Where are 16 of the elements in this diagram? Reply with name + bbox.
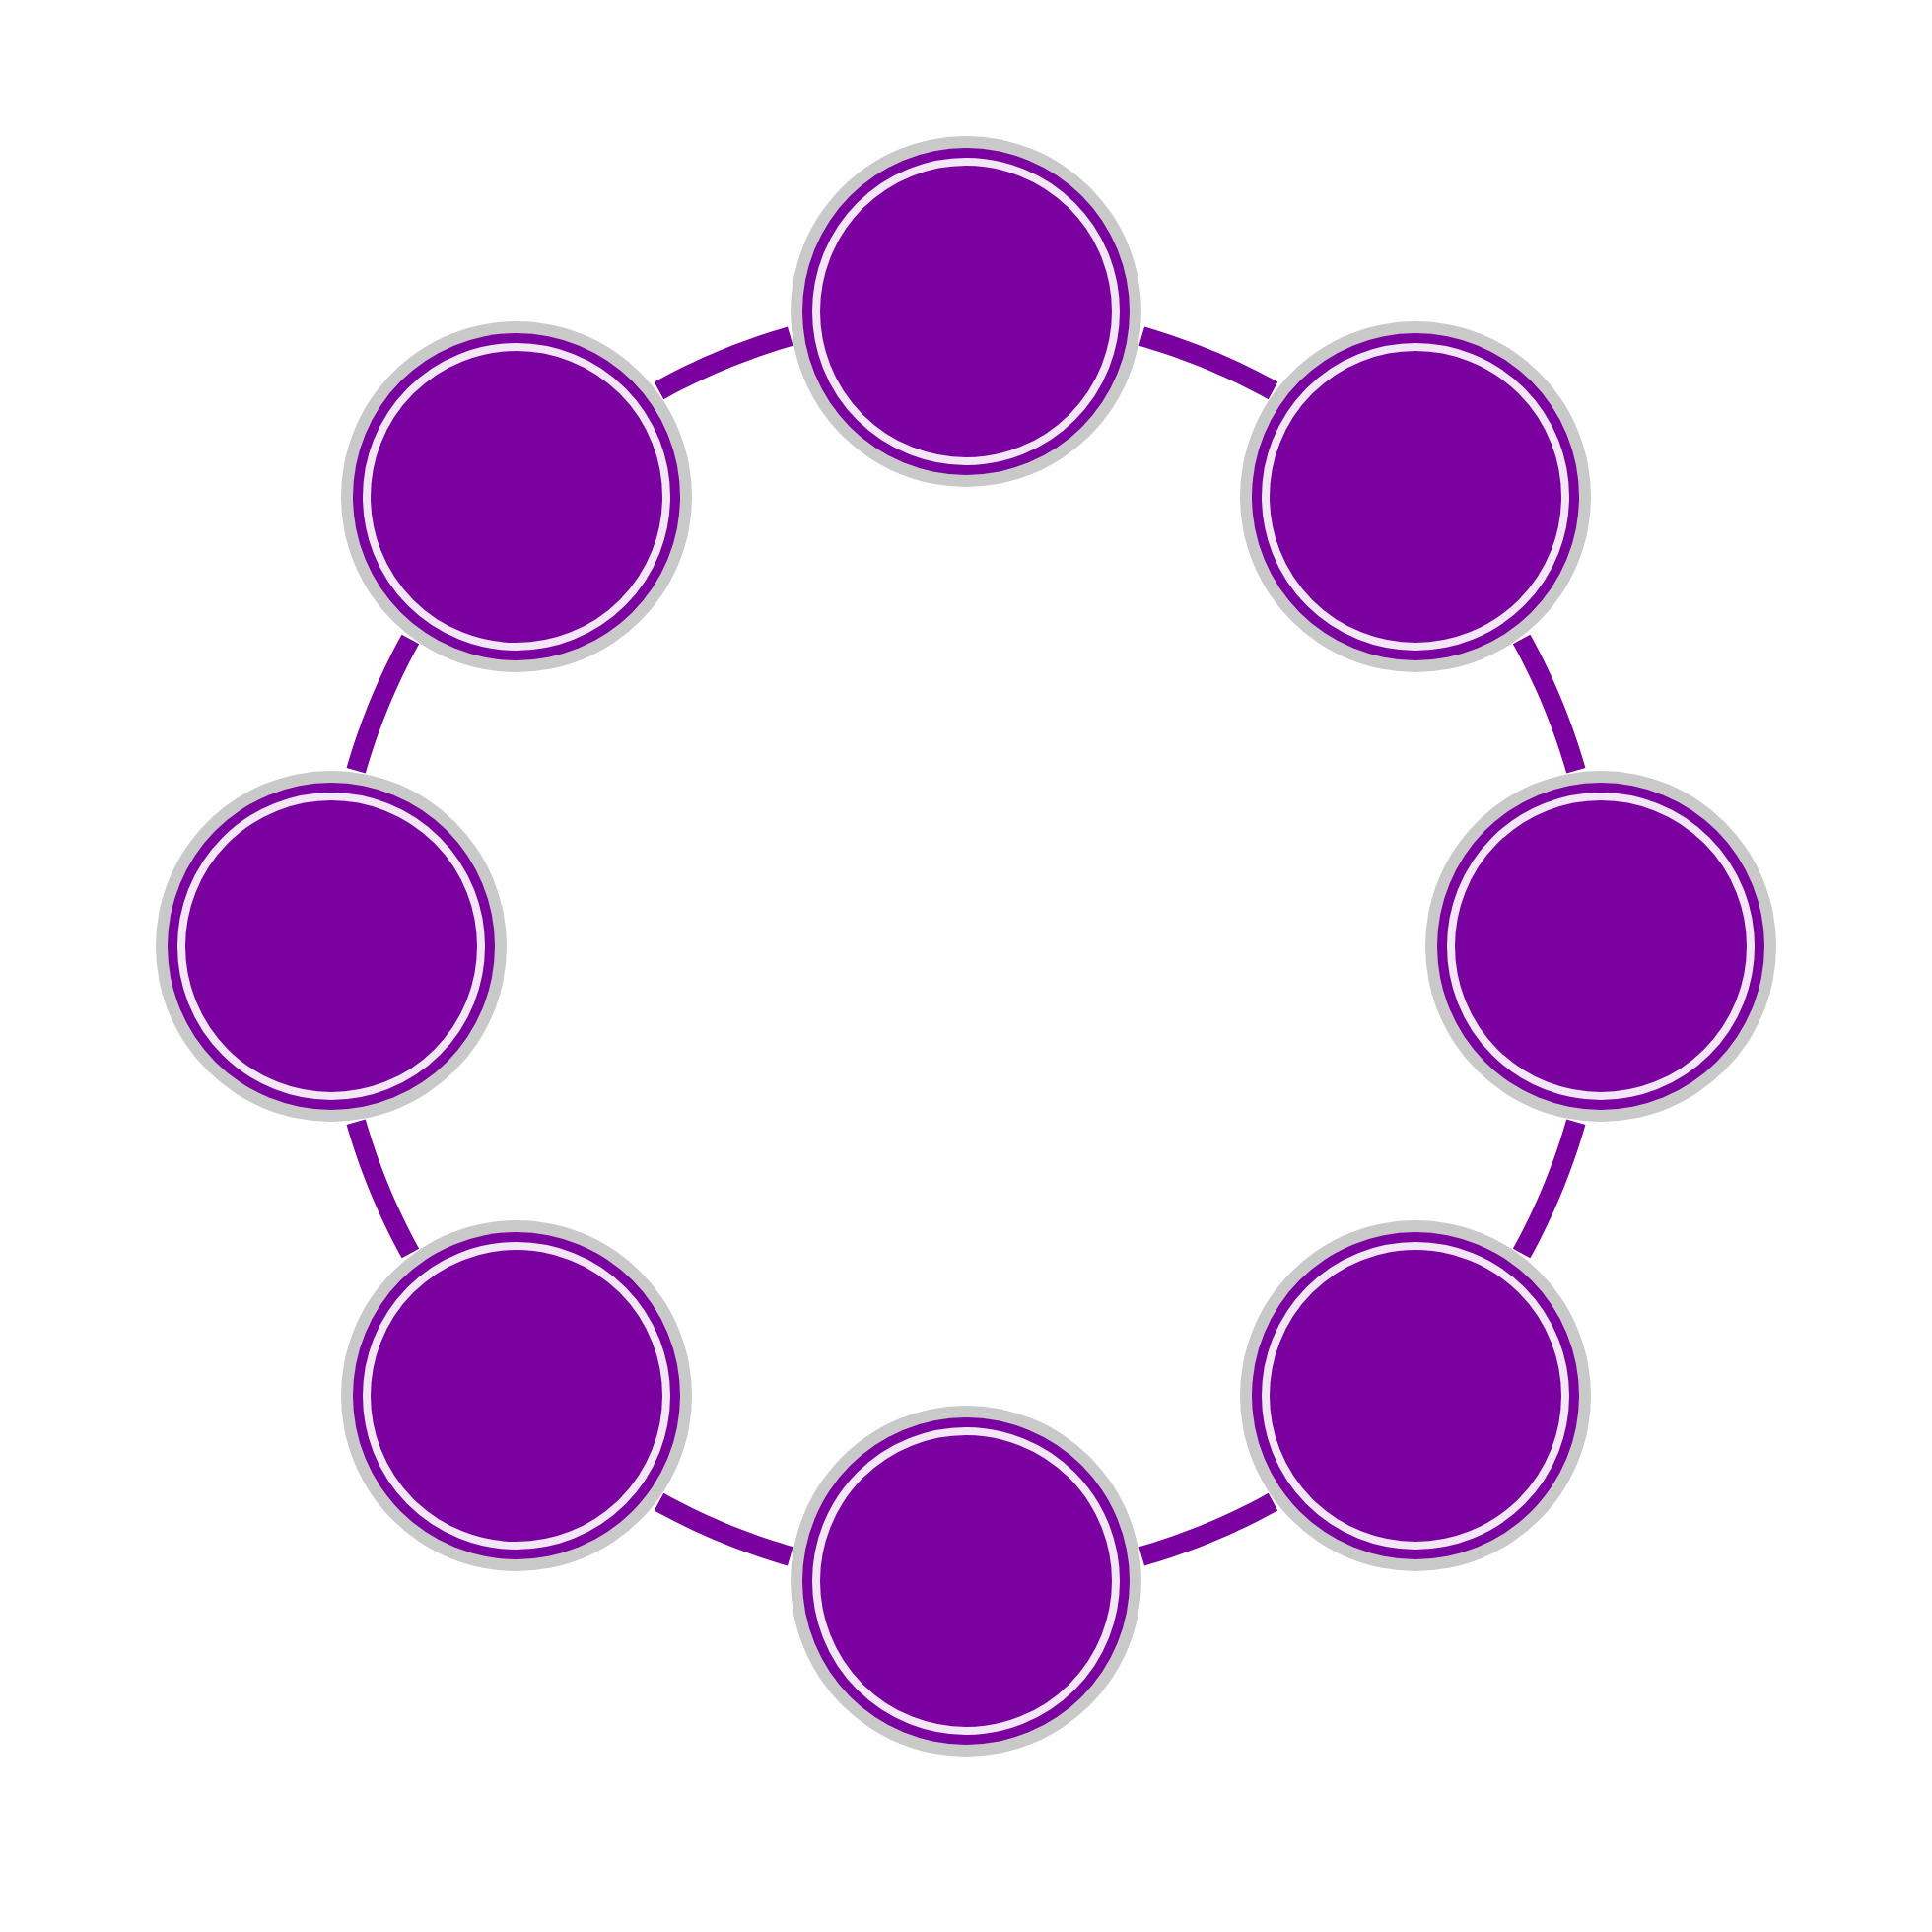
ring-connector	[346, 634, 420, 774]
circle-node	[339, 319, 695, 675]
ring-connector	[1138, 1492, 1278, 1566]
circle-node	[1237, 1217, 1593, 1573]
ring-connector	[1512, 634, 1586, 774]
ring-connector	[1138, 326, 1278, 400]
ring-connector	[1512, 1119, 1586, 1259]
circle-node	[789, 1404, 1143, 1759]
circle-node	[789, 134, 1143, 489]
circle-node	[1423, 769, 1778, 1124]
circle-node	[154, 769, 509, 1124]
ring-connector	[654, 1492, 794, 1566]
ring-connector	[654, 326, 794, 400]
circle-node	[1237, 319, 1593, 675]
circle-node	[339, 1217, 695, 1573]
ring-connector	[346, 1119, 420, 1259]
